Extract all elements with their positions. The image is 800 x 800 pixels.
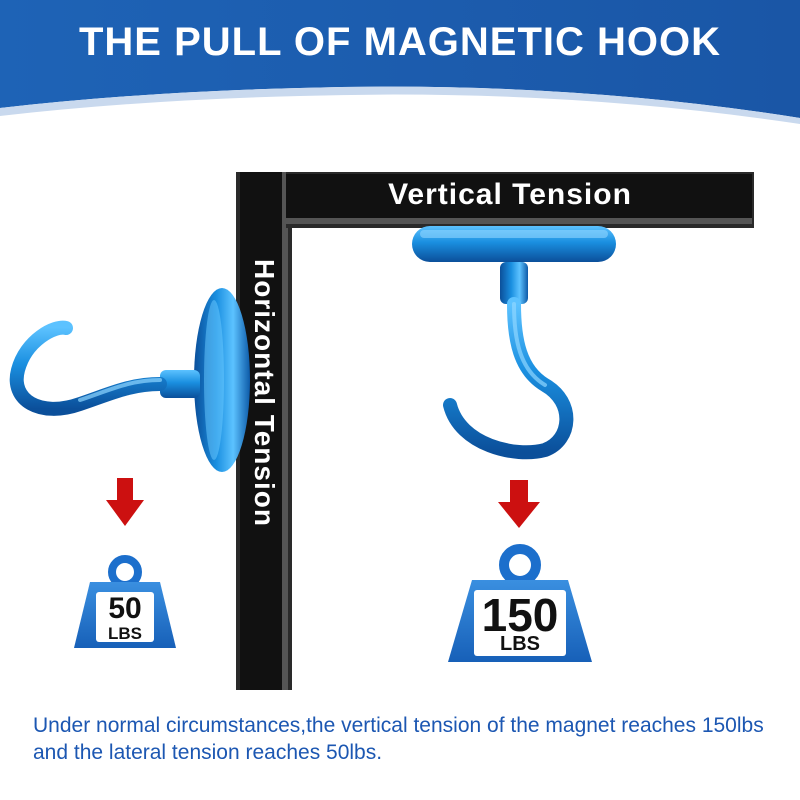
caption-text: Under normal circumstances,the vertical … bbox=[33, 714, 764, 764]
vertical-tension-label: Vertical Tension bbox=[388, 178, 632, 211]
page-title: THE PULL OF MAGNETIC HOOK bbox=[78, 20, 722, 64]
right-weight-unit: LBS bbox=[500, 633, 540, 655]
vertical-wall bbox=[236, 172, 292, 690]
horizontal-ceiling bbox=[286, 172, 754, 228]
left-down-arrow-icon bbox=[106, 478, 144, 526]
right-down-arrow-icon bbox=[498, 480, 540, 528]
left-weight-unit: LBS bbox=[108, 624, 142, 643]
left-weight-value: 50 bbox=[108, 592, 142, 625]
horizontal-tension-label-wrap: Horizontal Tension bbox=[240, 238, 288, 548]
right-weight-icon bbox=[448, 544, 592, 662]
right-weight-value: 150 bbox=[481, 589, 559, 641]
header-banner bbox=[0, 0, 800, 124]
horizontal-magnetic-hook bbox=[9, 288, 250, 472]
horizontal-tension-label: Horizontal Tension bbox=[249, 259, 280, 527]
vertical-magnetic-hook bbox=[412, 226, 616, 460]
left-weight-icon bbox=[74, 555, 176, 648]
